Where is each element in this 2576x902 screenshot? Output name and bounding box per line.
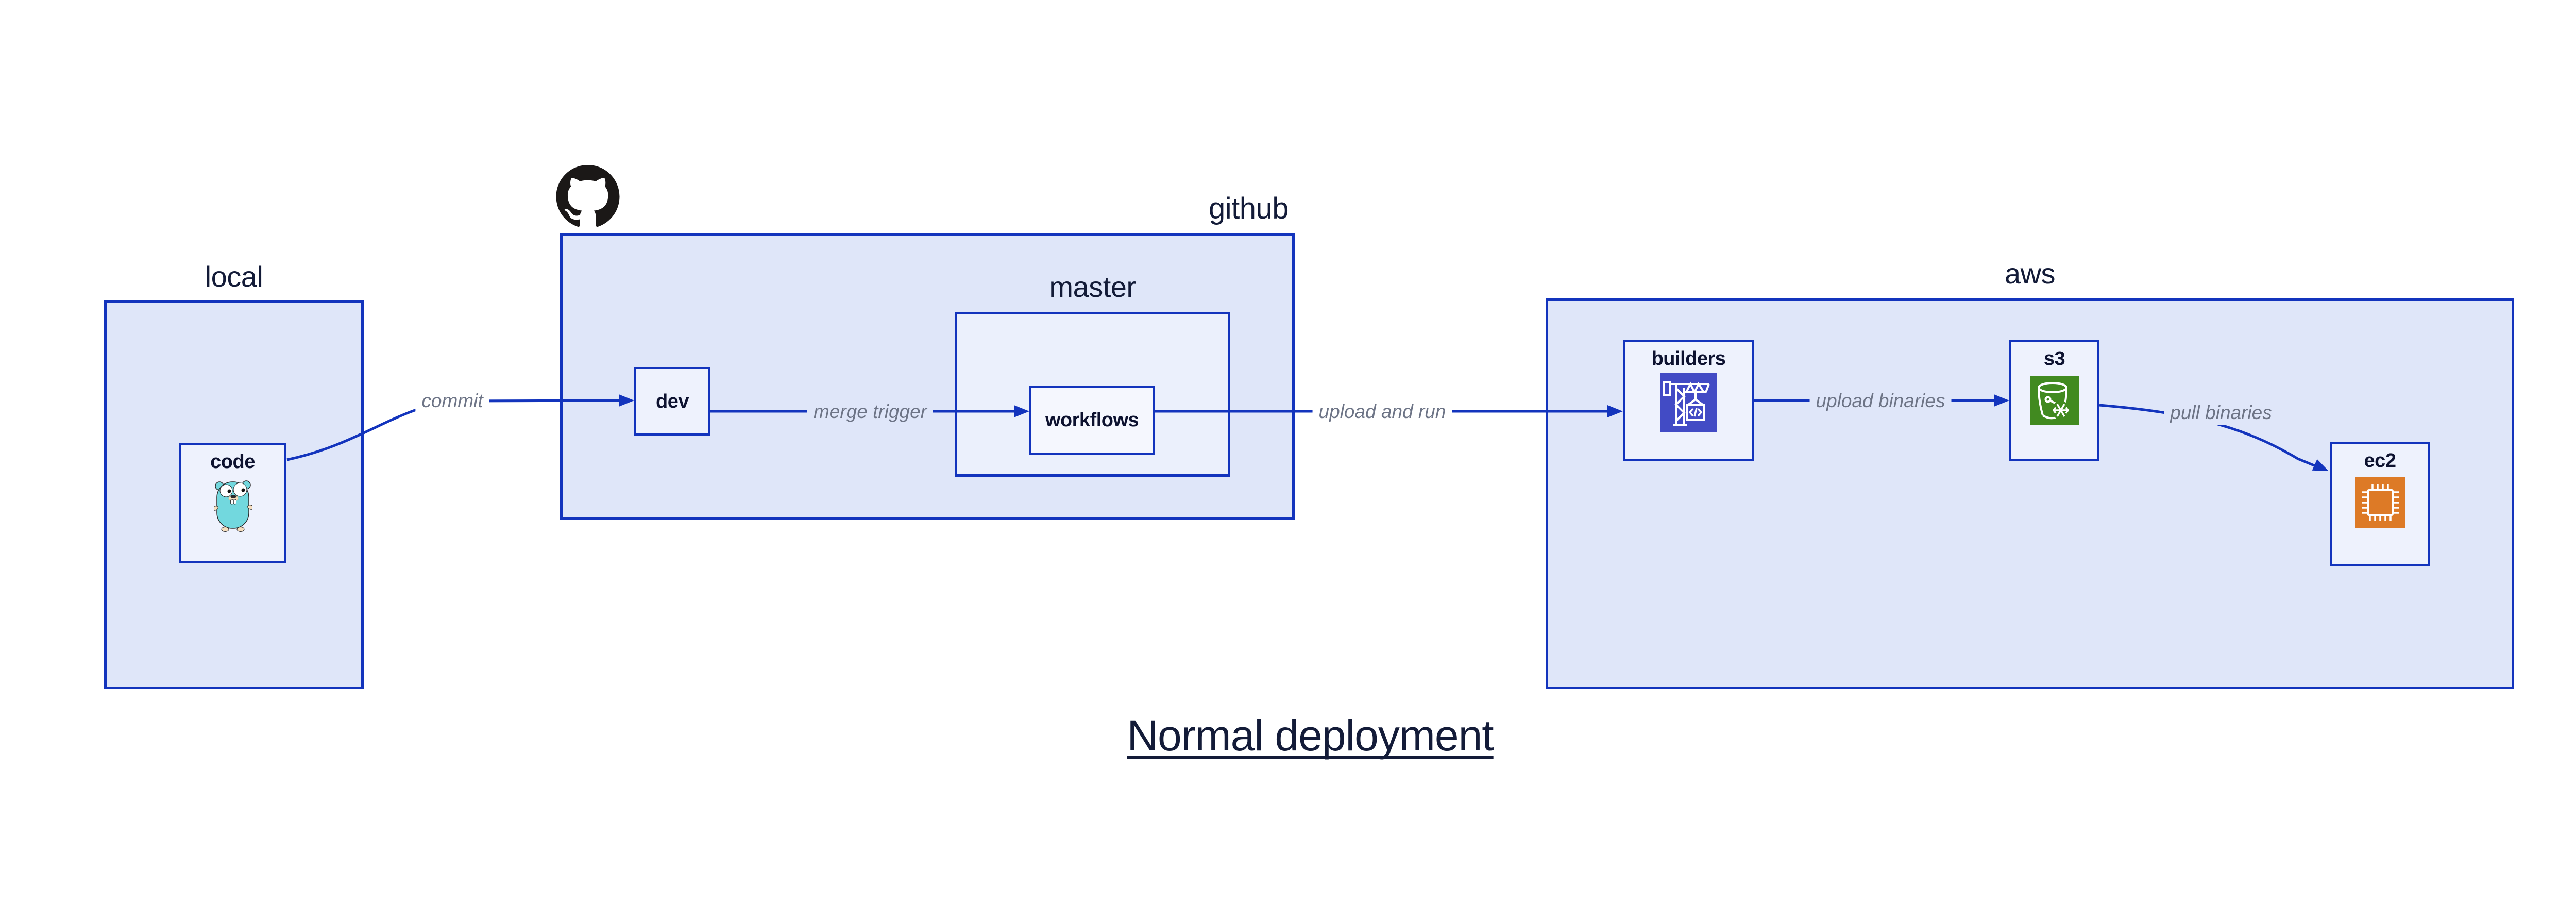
local-container-label: local — [205, 260, 263, 293]
node-s3: s3 — [2009, 340, 2099, 461]
s3-bucket-icon — [2029, 376, 2079, 427]
node-s3-label: s3 — [2043, 348, 2065, 370]
edge-label-commit: commit — [415, 389, 489, 413]
node-builders: builders — [1623, 340, 1754, 461]
master-container-label: master — [1049, 271, 1136, 303]
diagram-title: Normal deployment — [1127, 711, 1494, 760]
node-dev: dev — [634, 367, 710, 436]
go-gopher-icon — [211, 477, 254, 534]
aws-container-label: aws — [2004, 257, 2056, 290]
edge-label-pull-binaries: pull binaries — [2164, 400, 2278, 425]
node-code: code — [179, 443, 286, 563]
crane-build-icon — [1660, 373, 1717, 435]
edge-label-merge-trigger: merge trigger — [807, 399, 934, 424]
node-workflows: workflows — [1029, 386, 1155, 455]
edge-label-upload-and-run: upload and run — [1312, 399, 1452, 424]
ec2-chip-icon — [2354, 477, 2405, 530]
node-builders-label: builders — [1651, 348, 1726, 370]
node-code-label: code — [210, 451, 255, 473]
github-container-label: github — [1208, 192, 1289, 225]
github-octocat-icon — [555, 165, 620, 231]
node-dev-label: dev — [656, 390, 689, 412]
node-ec2: ec2 — [2330, 442, 2430, 566]
node-workflows-label: workflows — [1045, 409, 1139, 431]
edge-label-upload-binaries: upload binaries — [1809, 389, 1952, 413]
node-ec2-label: ec2 — [2364, 450, 2396, 472]
